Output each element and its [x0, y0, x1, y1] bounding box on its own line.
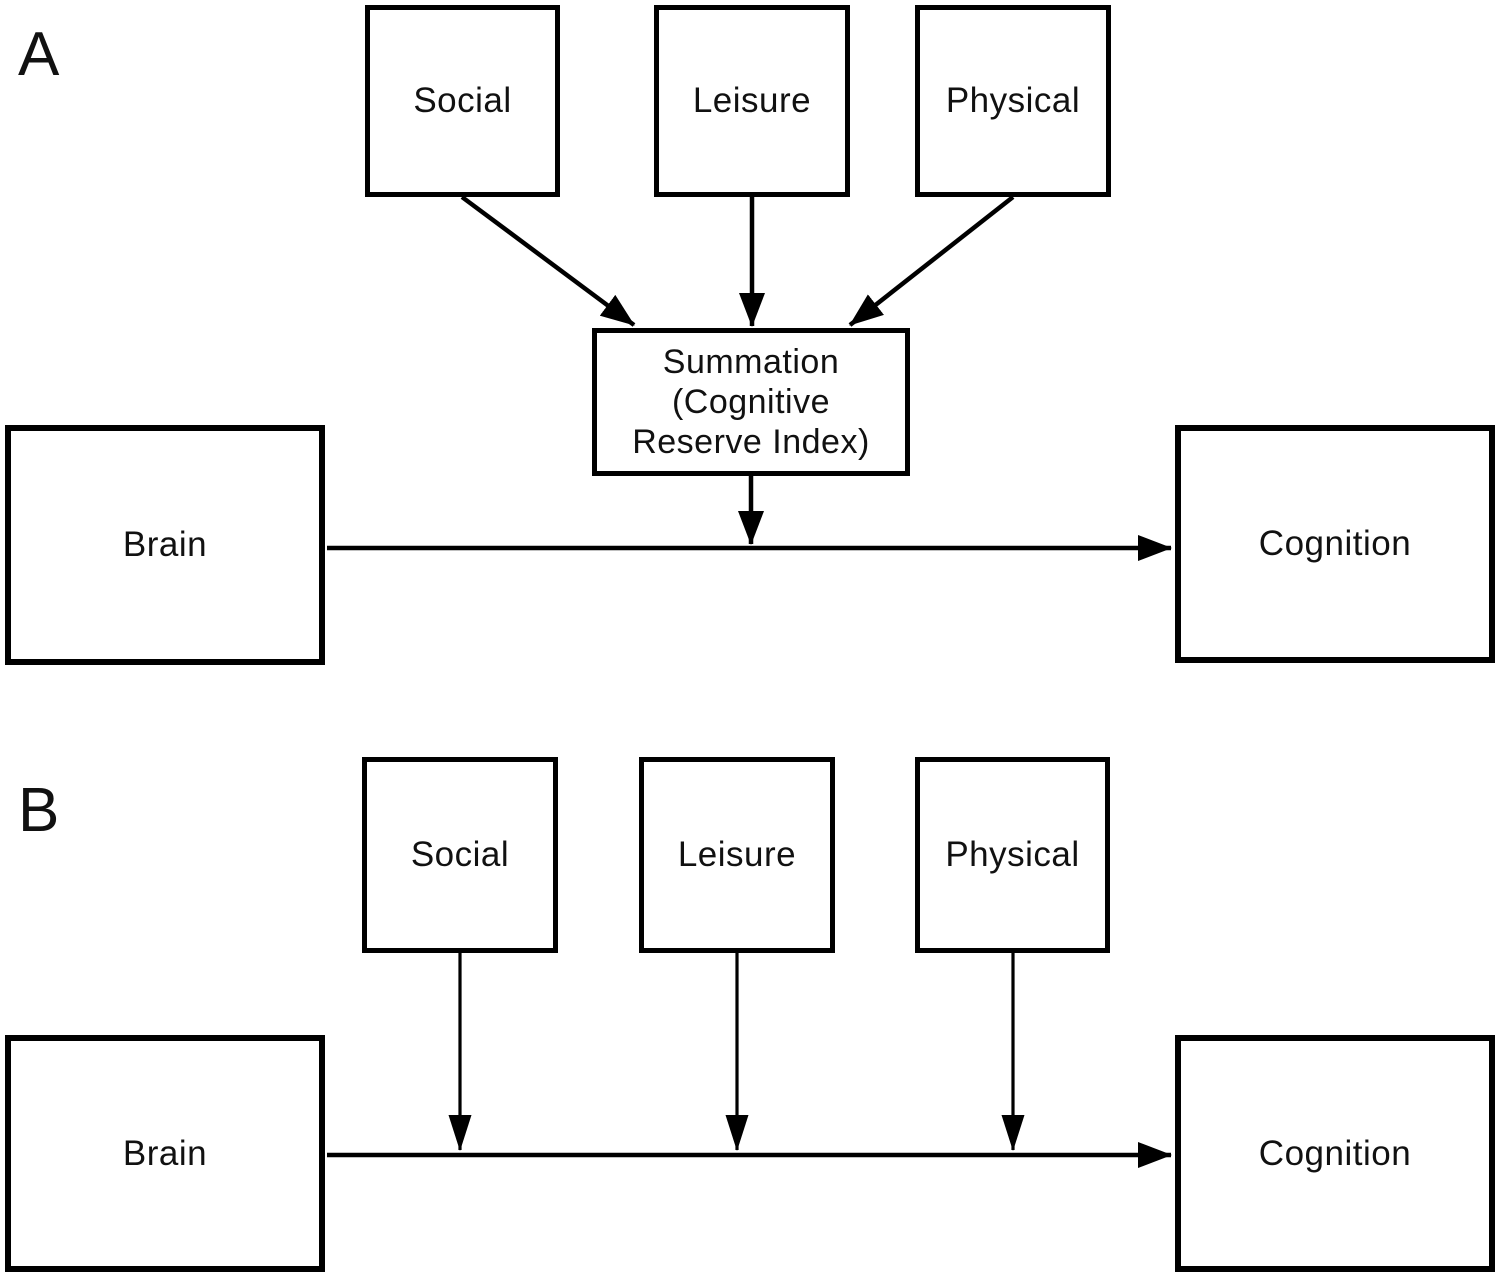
- box-brain-a: Brain: [5, 425, 325, 665]
- box-leisure-a-label: Leisure: [692, 81, 812, 120]
- summation-line-1: Summation: [662, 342, 840, 381]
- box-leisure-b-label: Leisure: [677, 835, 797, 874]
- box-social-a: Social: [365, 5, 560, 197]
- box-leisure-a: Leisure: [654, 5, 850, 197]
- box-brain-b-label: Brain: [122, 1133, 208, 1173]
- box-physical-a-label: Physical: [945, 81, 1081, 120]
- summation-line-3: Reserve Index): [632, 423, 870, 462]
- box-social-b: Social: [362, 757, 558, 953]
- arrow-social-to-summation: [460, 195, 636, 327]
- box-social-b-label: Social: [410, 835, 510, 874]
- box-physical-b: Physical: [915, 757, 1110, 953]
- arrow-physical-to-summation: [848, 195, 1015, 327]
- summation-line-2: (Cognitive: [671, 382, 831, 421]
- box-physical-a: Physical: [915, 5, 1111, 197]
- box-cognition-a: Cognition: [1175, 425, 1495, 663]
- box-cognition-b: Cognition: [1175, 1035, 1495, 1272]
- box-cognition-b-label: Cognition: [1258, 1133, 1412, 1173]
- box-brain-a-label: Brain: [122, 525, 208, 564]
- box-summation: Summation (Cognitive Reserve Index): [592, 328, 910, 476]
- panel-a-label: A: [18, 20, 60, 89]
- panel-b-label: B: [18, 776, 60, 845]
- box-leisure-b: Leisure: [639, 757, 835, 953]
- box-social-a-label: Social: [413, 81, 512, 120]
- box-physical-b-label: Physical: [945, 835, 1080, 874]
- box-brain-b: Brain: [5, 1035, 325, 1272]
- box-cognition-a-label: Cognition: [1258, 524, 1412, 563]
